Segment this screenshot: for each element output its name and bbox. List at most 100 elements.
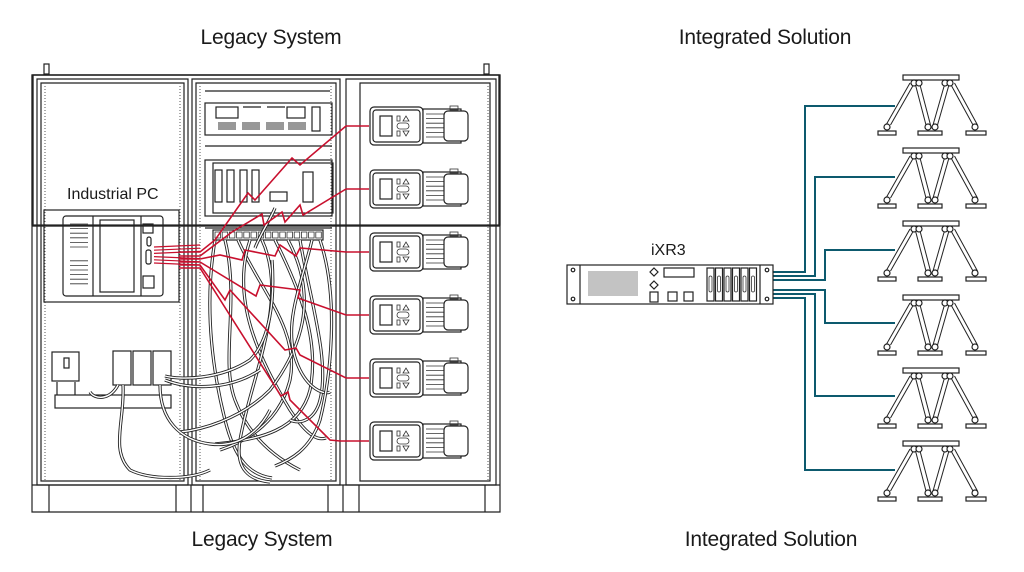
- robot-base-foot: [965, 350, 987, 356]
- drive-bay: [748, 267, 758, 302]
- pc-red-lead: [153, 256, 201, 260]
- down-arrow-icon: [402, 382, 410, 389]
- robot-arm: [885, 448, 911, 492]
- integrated-connections: [773, 105, 895, 471]
- robot-base-foot: [877, 423, 897, 429]
- drive-body: [369, 232, 424, 272]
- robot-base-joint: [931, 123, 939, 131]
- robot-base-joint: [883, 489, 891, 497]
- robot-arm: [937, 448, 950, 492]
- robot-base-foot: [877, 276, 897, 282]
- drive-dpad: [396, 311, 410, 319]
- robot-top-platform: [902, 367, 960, 374]
- drive-panel: [372, 172, 421, 206]
- delta-robots: [877, 74, 987, 502]
- robot-base-joint: [924, 416, 932, 424]
- robot-base-foot: [965, 423, 987, 429]
- teal-connection-line: [773, 289, 895, 324]
- robot-arm: [954, 82, 978, 126]
- robot-base-foot: [965, 203, 987, 209]
- cable-inner: [164, 369, 261, 388]
- bay-handle: [742, 275, 747, 293]
- cable-inner: [254, 207, 276, 249]
- circuit-breakers: [112, 350, 172, 386]
- robot-arm: [937, 82, 950, 126]
- robot-top-platform: [902, 294, 960, 301]
- robot-base-joint: [883, 196, 891, 204]
- drive-button: [396, 115, 401, 122]
- drive-button: [396, 382, 401, 389]
- robot-joint: [946, 445, 954, 453]
- robot-arm: [914, 375, 927, 419]
- servo-drive: [369, 357, 469, 398]
- robot-arm: [919, 82, 931, 126]
- delta-robot: [877, 367, 987, 429]
- drive-button: [396, 430, 401, 437]
- robot-joint: [946, 372, 954, 380]
- pc-red-lead: [153, 250, 201, 254]
- drive-display: [379, 430, 393, 452]
- robot-arm: [919, 302, 931, 346]
- motor-endcap: [443, 299, 469, 331]
- terminal: [214, 231, 221, 239]
- legacy-system-title-top: Legacy System: [200, 26, 342, 49]
- drive-dpad: [396, 374, 410, 382]
- drive-button: [396, 445, 401, 452]
- robot-base-joint: [971, 343, 979, 351]
- robot-joint: [915, 79, 923, 87]
- drive-panel: [372, 109, 421, 143]
- robot-base-foot: [917, 350, 943, 356]
- robot-joint: [915, 225, 923, 233]
- robot-joint: [946, 299, 954, 307]
- robot-arm: [890, 228, 915, 272]
- robot-arm: [890, 375, 915, 419]
- drive-panel: [372, 361, 421, 395]
- drive-panel: [372, 298, 421, 332]
- robot-base-joint: [931, 416, 939, 424]
- robot-base-joint: [924, 123, 932, 131]
- robot-joint: [915, 445, 923, 453]
- robot-base-foot: [965, 496, 987, 502]
- terminal: [243, 231, 250, 239]
- drive-dpad: [396, 122, 410, 130]
- robot-arm: [949, 82, 974, 126]
- robot-base-joint: [971, 123, 979, 131]
- drive-body: [369, 295, 424, 335]
- drive-button: [396, 178, 401, 185]
- robot-base-joint: [931, 269, 939, 277]
- bay-handle: [725, 275, 730, 293]
- cable-inner: [209, 239, 273, 479]
- robot-base-foot: [965, 130, 987, 136]
- drive-panel: [372, 235, 421, 269]
- robot-base-foot: [917, 276, 943, 282]
- cable-inner: [89, 384, 119, 398]
- cable-inner: [118, 384, 211, 479]
- drive-bay: [740, 267, 749, 302]
- legacy-cables: [88, 207, 334, 484]
- robot-arm: [890, 82, 915, 126]
- robot-base-foot: [877, 496, 897, 502]
- servo-drive: [369, 420, 469, 461]
- drive-body: [369, 421, 424, 461]
- power-outlet: [51, 351, 172, 409]
- teal-connection-line: [773, 105, 895, 273]
- robot-arm: [914, 302, 927, 346]
- drive-button: [396, 193, 401, 200]
- robot-arm: [919, 448, 931, 492]
- drive-bay: [714, 267, 724, 302]
- motor-connector: [449, 105, 459, 111]
- red-connection-line: [179, 261, 369, 316]
- drive-dpad: [396, 185, 410, 193]
- motor-endcap: [443, 236, 469, 268]
- robot-arm: [949, 302, 974, 346]
- robot-joint: [915, 372, 923, 380]
- robot-arm: [932, 375, 946, 419]
- robot-base-joint: [883, 123, 891, 131]
- drive-button: [396, 304, 401, 311]
- terminal: [250, 231, 257, 239]
- rack-display-module: [204, 102, 333, 147]
- red-connection-line: [179, 264, 369, 379]
- drive-display: [379, 115, 393, 137]
- robot-arm: [919, 375, 931, 419]
- motor-connector: [449, 357, 459, 363]
